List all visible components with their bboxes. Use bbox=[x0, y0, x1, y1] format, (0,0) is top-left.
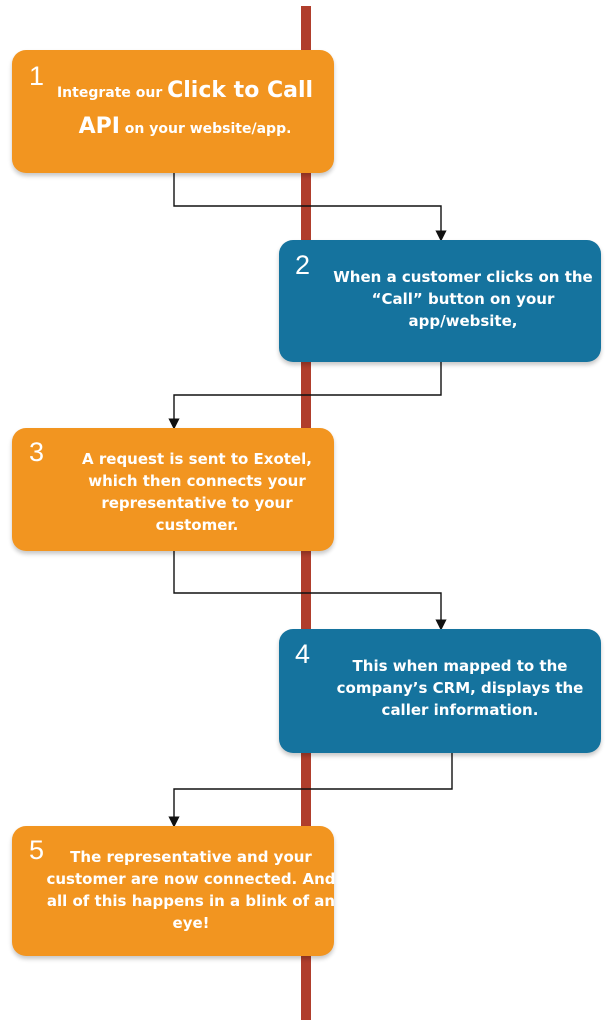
step-1-number: 1 bbox=[29, 61, 45, 91]
connector-4-to-5 bbox=[168, 753, 453, 828]
step-1-text-before: Integrate our bbox=[56, 85, 168, 101]
step-1-emphasis-2: API bbox=[78, 114, 120, 139]
step-1-box: 1 Integrate our Click to Call API on you… bbox=[12, 50, 334, 173]
step-3-box: 3 A request is sent to Exotel, which the… bbox=[12, 428, 334, 551]
step-5-box: 5 The representative and your customer a… bbox=[12, 826, 336, 956]
step-1-emphasis-1: Click to Call bbox=[167, 78, 314, 103]
step-1-text-after: on your website/app. bbox=[119, 121, 292, 137]
step-2-text: When a customer clicks on the “Call” but… bbox=[333, 268, 593, 330]
step-5-number: 5 bbox=[29, 835, 45, 865]
step-3-number: 3 bbox=[29, 437, 45, 467]
step-1-text: Integrate our Click to Call API on your … bbox=[42, 74, 328, 146]
connector-3-to-4 bbox=[173, 551, 447, 631]
connector-1-to-2 bbox=[173, 173, 447, 242]
step-2-box: 2 When a customer clicks on the “Call” b… bbox=[279, 240, 601, 362]
step-5-text: The representative and your customer are… bbox=[46, 848, 336, 932]
step-4-text: This when mapped to the company’s CRM, d… bbox=[336, 657, 584, 719]
step-2-number: 2 bbox=[295, 250, 311, 280]
step-4-box: 4 This when mapped to the company’s CRM,… bbox=[279, 629, 601, 753]
step-4-number: 4 bbox=[295, 639, 311, 669]
connector-2-to-3 bbox=[168, 362, 442, 430]
step-3-text: A request is sent to Exotel, which then … bbox=[82, 450, 312, 534]
